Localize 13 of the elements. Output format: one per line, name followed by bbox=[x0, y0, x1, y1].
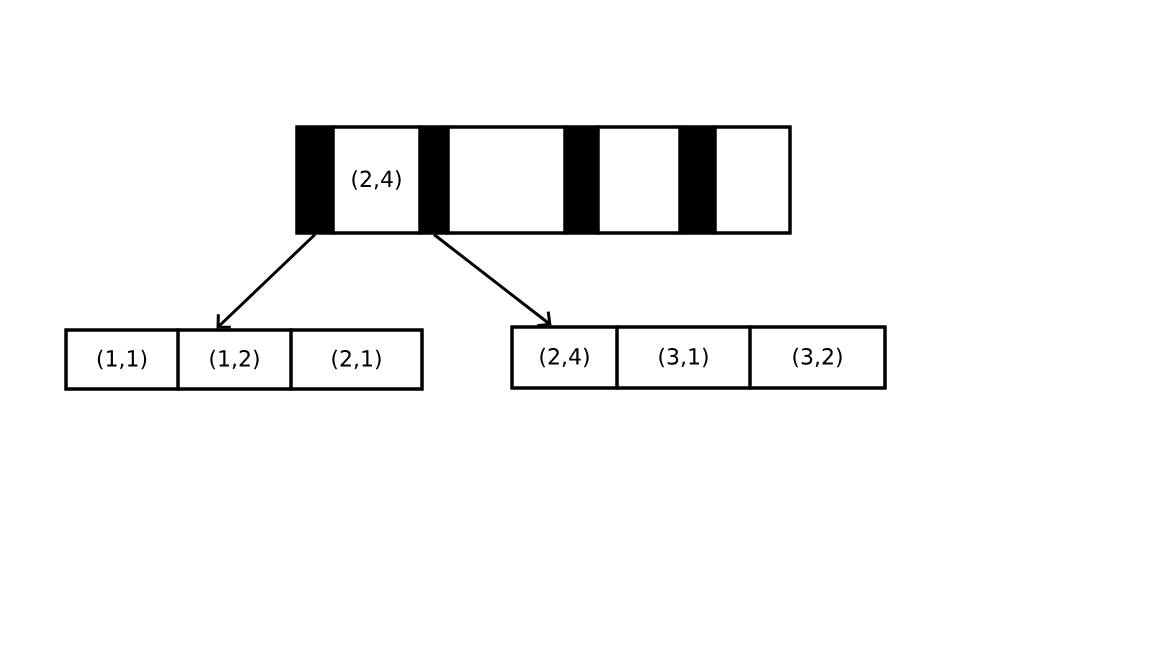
pointer-bar bbox=[418, 125, 450, 235]
cell: (3,1) bbox=[615, 325, 752, 390]
arrow bbox=[433, 233, 552, 328]
cell: (1,2) bbox=[176, 328, 293, 391]
empty-cell bbox=[713, 125, 792, 235]
arrow bbox=[216, 233, 317, 329]
cell: (2,1) bbox=[289, 328, 424, 391]
pointer-bar bbox=[563, 125, 600, 235]
cell: (2,4) bbox=[510, 325, 619, 390]
cell: (1,1) bbox=[64, 328, 180, 391]
pointer-bar bbox=[295, 125, 335, 235]
cell: (3,2) bbox=[748, 325, 887, 390]
pointer-bar bbox=[678, 125, 717, 235]
